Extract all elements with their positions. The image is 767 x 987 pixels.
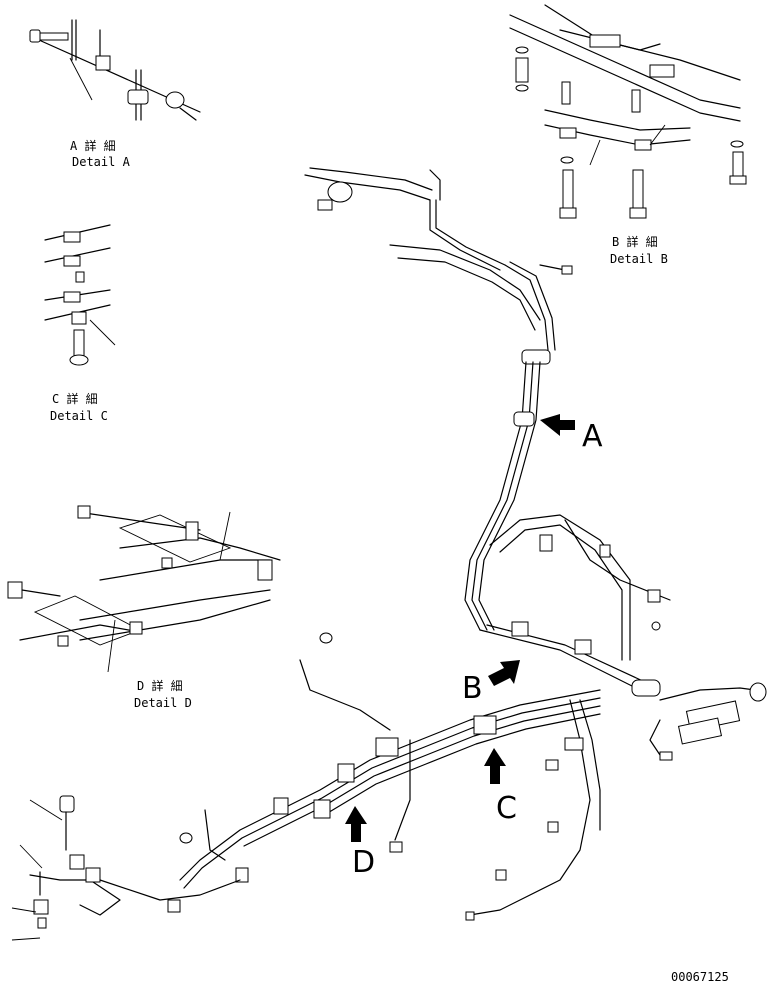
detail-d-caption: Detail D xyxy=(134,696,192,710)
detail-a-drawing xyxy=(29,19,201,121)
view-arrow-c xyxy=(484,748,506,784)
detail-d-drawing xyxy=(7,505,281,673)
view-arrow-d xyxy=(345,806,367,842)
detail-b-caption: Detail B xyxy=(610,252,668,266)
view-label-b: B xyxy=(462,671,483,706)
detail-c-drawing xyxy=(44,224,116,366)
detail-a-caption: Detail A xyxy=(72,155,131,169)
detail-c-caption: Detail C xyxy=(50,409,108,423)
detail-b-drawing xyxy=(509,4,747,219)
detail-a-title: A 詳 細 xyxy=(70,138,116,153)
detail-b-title: B 詳 細 xyxy=(612,234,658,249)
detail-d-title: D 詳 細 xyxy=(137,678,183,693)
drawing-number: 00067125 xyxy=(671,970,729,984)
view-label-d: D xyxy=(352,845,375,880)
detail-c-title: C 詳 細 xyxy=(52,391,98,406)
main-harness xyxy=(11,167,767,941)
view-arrow-b xyxy=(488,660,520,686)
view-label-a: A xyxy=(582,419,603,454)
view-arrow-a xyxy=(540,414,575,436)
view-label-c: C xyxy=(496,791,517,826)
